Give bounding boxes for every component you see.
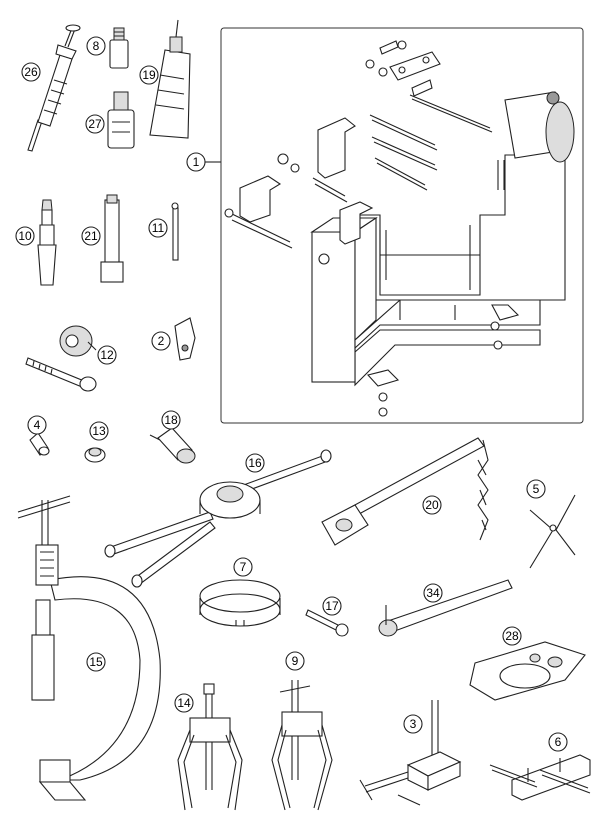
callout-label: 27 xyxy=(88,117,102,131)
callout-5: 5 xyxy=(526,479,546,499)
callout-label: 12 xyxy=(100,348,114,362)
callout-11: 11 xyxy=(148,218,168,238)
bracket-tool-2 xyxy=(174,317,196,361)
callout-label: 20 xyxy=(425,498,439,512)
engine-stand xyxy=(224,40,575,417)
callout-label: 21 xyxy=(84,229,98,243)
callout-16: 16 xyxy=(245,453,265,473)
callout-label: 6 xyxy=(555,735,562,749)
callout-7: 7 xyxy=(233,557,253,577)
callout-2: 2 xyxy=(151,331,171,351)
callout-17: 17 xyxy=(322,596,342,616)
socket-tool-18 xyxy=(149,427,196,464)
callout-label: 7 xyxy=(240,560,247,574)
bolt-with-washer xyxy=(25,325,97,392)
callout-19: 19 xyxy=(139,65,159,85)
callout-10: 10 xyxy=(15,226,35,246)
engine-stand-group-frame xyxy=(220,27,584,424)
pliers-tool-5 xyxy=(529,494,576,569)
callout-12: 12 xyxy=(97,345,117,365)
callout-label: 28 xyxy=(505,629,519,643)
small-bottle xyxy=(109,27,129,69)
callout-9: 9 xyxy=(285,651,305,671)
callout-label: 1 xyxy=(193,155,200,169)
callout-15: 15 xyxy=(86,652,106,672)
callout-label: 26 xyxy=(24,65,38,79)
holding-plate-28 xyxy=(469,641,586,701)
nut-tool-13 xyxy=(84,447,106,463)
callout-label: 14 xyxy=(177,696,191,710)
callout-4: 4 xyxy=(27,415,47,435)
chain-tool-3 xyxy=(359,700,462,806)
callout-label: 18 xyxy=(164,413,178,427)
callout-28: 28 xyxy=(502,626,522,646)
pin-tool-11 xyxy=(171,202,179,261)
callout-label: 5 xyxy=(533,482,540,496)
callout-14: 14 xyxy=(174,693,194,713)
callout-label: 3 xyxy=(410,717,417,731)
holding-wrench-34 xyxy=(378,579,513,637)
callout-label: 11 xyxy=(152,221,165,235)
syringe-tool xyxy=(27,24,81,152)
callout-label: 4 xyxy=(34,418,41,432)
sealant-tube xyxy=(149,19,191,139)
callout-20: 20 xyxy=(422,495,442,515)
puller-tool-14 xyxy=(177,683,243,811)
puller-tool-10 xyxy=(37,199,57,286)
ring-tool-7 xyxy=(199,579,281,627)
callout-label: 34 xyxy=(426,586,440,600)
pin-tool-17 xyxy=(305,609,349,637)
callout-26: 26 xyxy=(21,62,41,82)
callout-1: 1 xyxy=(186,152,206,172)
chain-holder-tool-20 xyxy=(321,437,489,546)
puller-tool-9 xyxy=(271,680,333,811)
callout-label: 13 xyxy=(92,424,106,438)
callout-18: 18 xyxy=(161,410,181,430)
callout-3: 3 xyxy=(403,714,423,734)
callout-21: 21 xyxy=(81,226,101,246)
leader-line xyxy=(87,341,97,351)
callout-label: 15 xyxy=(89,655,103,669)
bearing-tool-6 xyxy=(489,754,591,801)
callout-34: 34 xyxy=(423,583,443,603)
threadlock-bottle xyxy=(107,91,135,149)
callout-27: 27 xyxy=(85,114,105,134)
callout-label: 16 xyxy=(248,456,262,470)
callout-label: 10 xyxy=(18,229,32,243)
callout-6: 6 xyxy=(548,732,568,752)
callout-label: 17 xyxy=(325,599,339,613)
valve-spring-compressor-15 xyxy=(17,495,161,801)
callout-label: 8 xyxy=(93,39,100,53)
plug-tool-4 xyxy=(29,432,50,456)
callout-13: 13 xyxy=(89,421,109,441)
drift-tool-21 xyxy=(100,194,124,283)
callout-label: 2 xyxy=(158,334,165,348)
callout-label: 9 xyxy=(292,654,299,668)
callout-8: 8 xyxy=(86,36,106,56)
puller-tool-16 xyxy=(104,449,332,588)
callout-label: 19 xyxy=(142,68,156,82)
